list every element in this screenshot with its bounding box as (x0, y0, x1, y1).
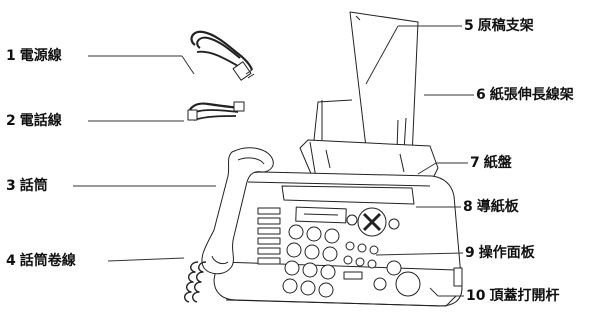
label-number: 3 (6, 178, 16, 194)
label-text: 頂蓋打開杆 (489, 288, 559, 304)
label-number: 7 (470, 155, 480, 171)
label-number: 6 (476, 87, 486, 103)
label-text: 紙盤 (484, 155, 512, 171)
label-number: 1 (6, 48, 16, 64)
label-text: 電源線 (20, 48, 62, 64)
label-text: 原稿支架 (478, 18, 534, 34)
label-number: 10 (466, 288, 485, 304)
label-text: 導紙板 (477, 199, 519, 215)
label-text: 操作面板 (479, 245, 535, 261)
label-number: 9 (465, 245, 475, 261)
label-text: 話筒卷線 (20, 253, 76, 269)
label-number: 5 (464, 18, 474, 34)
label-number: 4 (6, 253, 16, 269)
label-text: 話筒 (20, 178, 48, 194)
coiled-cord-drawing (185, 262, 206, 302)
label-text: 紙張伸長線架 (490, 87, 574, 103)
phone-line-drawing (188, 102, 244, 120)
label-number: 2 (6, 113, 16, 129)
fax-body-drawing (214, 172, 462, 306)
power-cord-drawing (192, 32, 254, 80)
label-number: 8 (463, 199, 473, 215)
label-text: 電話線 (20, 113, 62, 129)
